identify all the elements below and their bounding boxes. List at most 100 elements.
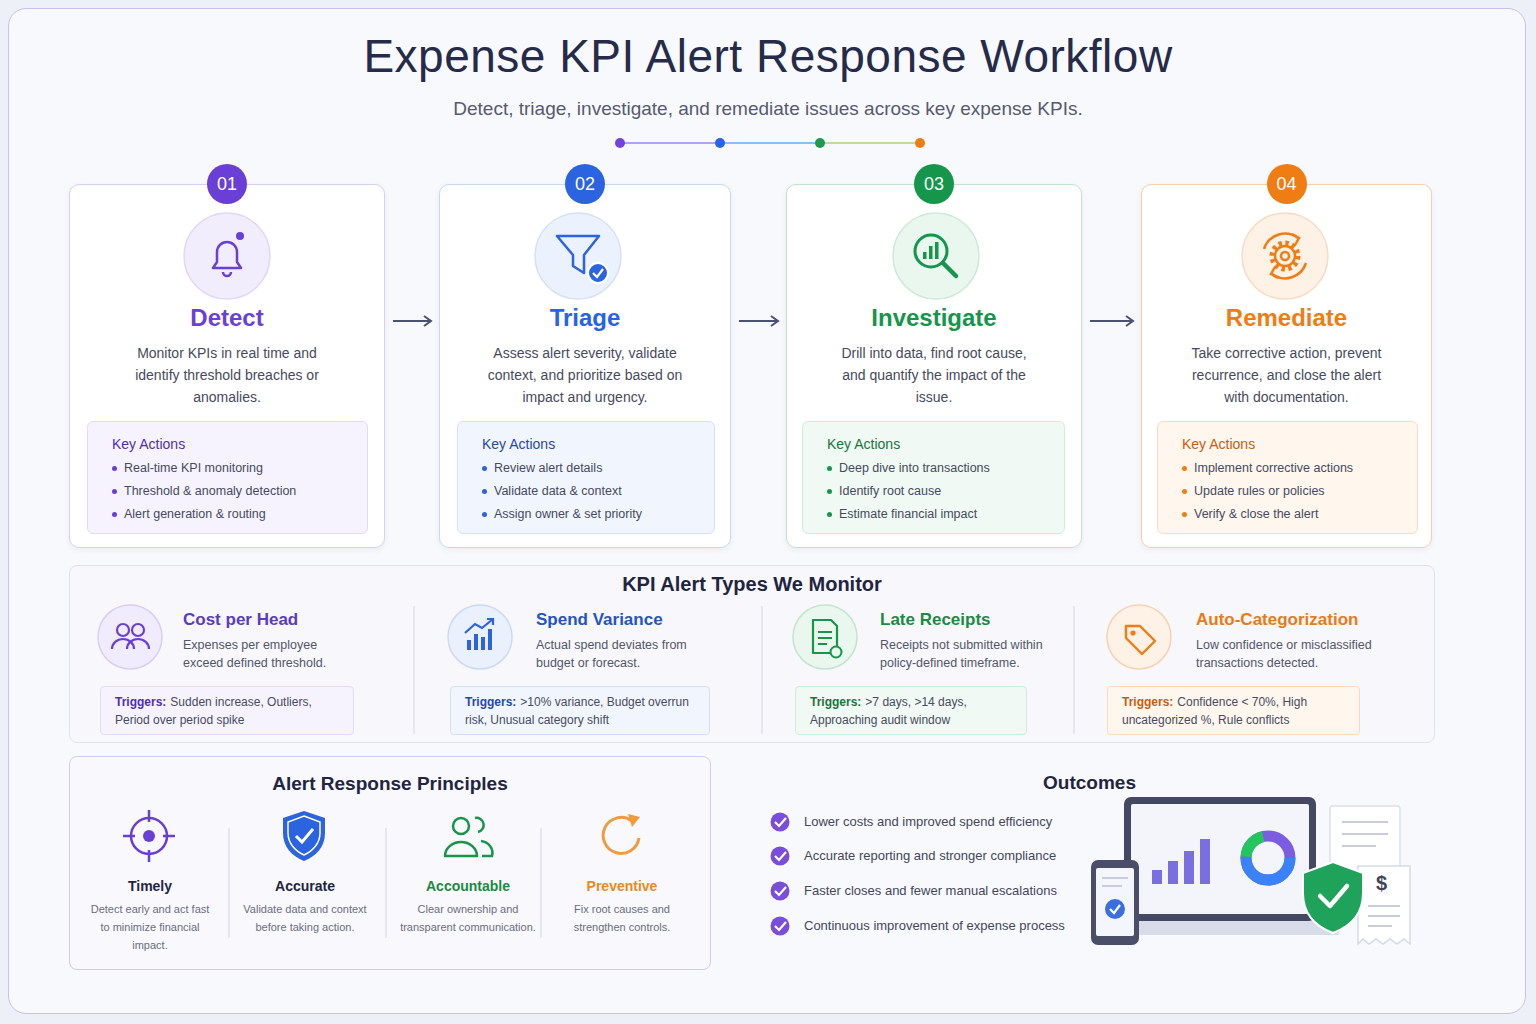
dashboard-illustration xyxy=(1342,821,1388,823)
outcomes-panel: OutcomesLower costs and improved spend e… xyxy=(741,756,1438,970)
magnifier-icon xyxy=(915,235,956,276)
outcome-checks xyxy=(771,917,790,936)
magnifier-icon xyxy=(935,242,939,259)
step-card: 03InvestigateDrill into data, find root … xyxy=(786,184,1082,548)
dashboard-illustration xyxy=(1246,836,1290,880)
shield-icon xyxy=(288,816,320,855)
kpi-dividers xyxy=(1073,606,1075,734)
alert-type-description: Receipts not submitted within policy-def… xyxy=(880,636,1070,672)
trigger-box: Triggers:>10% variance, Budget overrun r… xyxy=(450,686,710,735)
dashboard-illustration xyxy=(1102,877,1128,879)
flow-arrow xyxy=(1090,320,1133,322)
kpi-dividers xyxy=(761,606,763,734)
target-icon xyxy=(148,810,151,822)
chart-icon xyxy=(488,629,492,650)
outcome-checks xyxy=(775,852,786,860)
kpi-alert-type: Cost per HeadExpenses per employee excee… xyxy=(92,601,412,741)
chart-icon xyxy=(465,619,493,633)
receipt-icon xyxy=(831,647,842,658)
step-description: Assess alert severity, validate context,… xyxy=(483,342,688,408)
target-icon xyxy=(163,835,175,838)
team-icon xyxy=(445,842,477,856)
outcome-item: Continuous improvement of expense proces… xyxy=(804,916,1065,936)
step-title: Detect xyxy=(70,303,384,333)
target-icon xyxy=(123,835,135,838)
people-icon xyxy=(112,624,149,649)
outcome-checks xyxy=(775,887,786,895)
kpi-icon-circles xyxy=(98,605,1171,669)
title-dots xyxy=(815,138,825,148)
dashboard-illustration xyxy=(1102,885,1122,887)
principle-description: Fix root causes and strengthen controls. xyxy=(566,900,678,936)
trigger-box: Triggers:Sudden increase, Outliers, Peri… xyxy=(100,686,354,735)
key-actions-box: Key ActionsReview alert detailsValidate … xyxy=(457,421,715,534)
team-icon xyxy=(445,818,492,856)
principle-dividers xyxy=(228,828,230,938)
receipt-icon xyxy=(813,620,842,658)
gear-icon xyxy=(1264,234,1306,279)
principle-dividers xyxy=(229,828,541,938)
step-card: 02TriageAssess alert severity, validate … xyxy=(439,184,731,548)
step-description: Take corrective action, prevent recurren… xyxy=(1182,342,1392,408)
trigger-text: Triggers:>7 days, >14 days, Approaching … xyxy=(810,693,1018,729)
dashboard-illustration xyxy=(1152,870,1162,884)
gear-icon xyxy=(1292,234,1299,245)
gear-icon xyxy=(1271,267,1278,278)
target-icon xyxy=(131,818,167,854)
action-bullet: Implement corrective actions xyxy=(1194,459,1353,477)
diagram-title: Expense KPI Alert Response Workflow xyxy=(0,28,1536,84)
receipt-icon xyxy=(818,643,827,645)
magnifier-icon xyxy=(929,246,933,259)
tag-icon xyxy=(1126,626,1155,654)
kpi-icon-circles xyxy=(793,605,857,669)
step-card: 04RemediateTake corrective action, preve… xyxy=(1141,184,1432,548)
step-card: 01DetectMonitor KPIs in real time and id… xyxy=(69,184,385,548)
principle-dividers xyxy=(540,828,542,938)
dashboard-illustration xyxy=(1368,925,1392,927)
principle-item: AccurateValidate data and context before… xyxy=(235,875,375,967)
principle-description: Clear ownership and transparent communic… xyxy=(397,900,539,936)
outcome-checks xyxy=(771,847,790,866)
chart-icon xyxy=(465,619,493,650)
magnifier-icon xyxy=(943,263,956,276)
trigger-key: Triggers: xyxy=(1122,695,1173,709)
action-bullet: Estimate financial impact xyxy=(839,505,977,523)
alert-type-description: Expenses per employee exceed defined thr… xyxy=(183,636,351,672)
title-dots xyxy=(820,142,920,144)
step-icon-circles xyxy=(893,213,979,299)
action-bullet: Alert generation & routing xyxy=(124,505,266,523)
people-icon xyxy=(127,639,149,649)
title-dots xyxy=(715,138,725,148)
team-icon xyxy=(475,818,484,832)
panel-heading: Outcomes xyxy=(741,771,1438,795)
alert-type-title: Spend Variance xyxy=(536,609,663,631)
action-bullet: Assign owner & set priority xyxy=(494,505,642,523)
action-bullet: Review alert details xyxy=(494,459,602,477)
kpi-alert-type: Auto-CategorizationLow confidence or mis… xyxy=(1100,601,1430,741)
funnel-icon xyxy=(557,236,599,273)
principle-title: Accurate xyxy=(235,875,375,897)
trigger-box: Triggers:>7 days, >14 days, Approaching … xyxy=(795,686,1027,735)
gear-icon xyxy=(1275,246,1295,266)
alert-type-description: Actual spend deviates from budget or for… xyxy=(536,636,708,672)
alert-type-description: Low confidence or misclassified transact… xyxy=(1196,636,1396,672)
action-bullet: Verify & close the alert xyxy=(1194,505,1318,523)
kpi-band: KPI Alert Types We MonitorCost per HeadE… xyxy=(69,565,1435,743)
dashboard-illustration xyxy=(1368,905,1400,907)
step-description: Monitor KPIs in real time and identify t… xyxy=(127,342,327,408)
step-description: Drill into data, find root cause, and qu… xyxy=(828,342,1040,408)
dashboard-illustration xyxy=(1342,845,1376,847)
outcome-item: Lower costs and improved spend efficienc… xyxy=(804,812,1052,832)
trigger-text: Triggers:>10% variance, Budget overrun r… xyxy=(465,693,701,729)
gear-icon xyxy=(1272,263,1306,278)
people-icon xyxy=(112,639,134,649)
dashboard-illustration xyxy=(1358,866,1410,944)
illustration-label: $ xyxy=(1376,871,1387,895)
step-number: 04 xyxy=(1267,164,1307,204)
action-bullet: Real-time KPI monitoring xyxy=(124,459,263,477)
action-bullet: Deep dive into transactions xyxy=(839,459,990,477)
key-actions-box: Key ActionsImplement corrective actionsU… xyxy=(1157,421,1418,534)
dashboard-illustration xyxy=(1110,905,1120,913)
key-actions-heading: Key Actions xyxy=(827,435,900,453)
principle-dividers xyxy=(385,828,387,938)
